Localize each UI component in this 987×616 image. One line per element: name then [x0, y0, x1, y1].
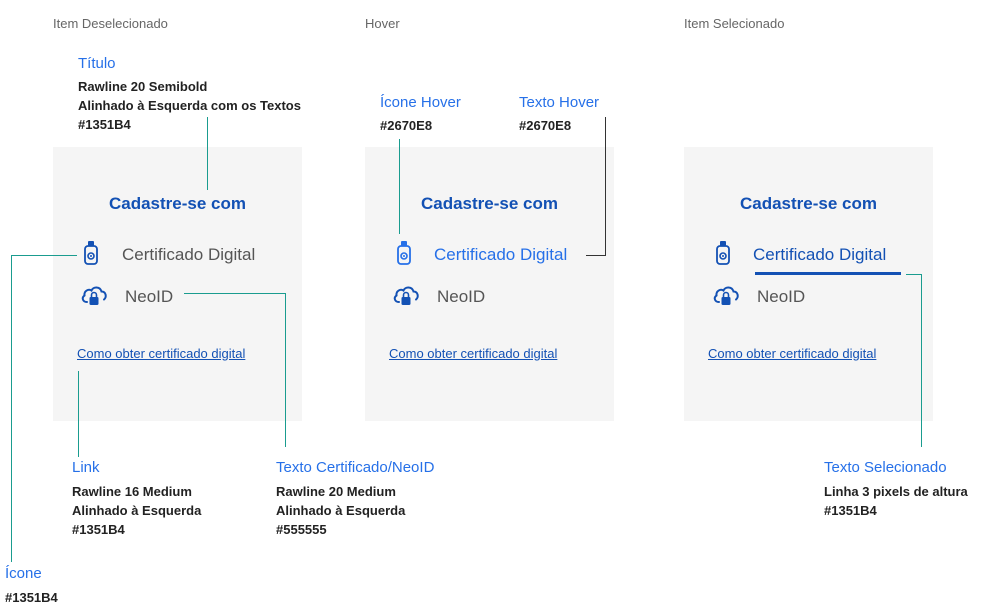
signup-card-hover: Cadastre-se com Certificado Digital NeoI… — [365, 147, 614, 421]
spec-line: #555555 — [276, 522, 327, 537]
cloud-lock-icon[interactable] — [712, 283, 740, 307]
card-title: Cadastre-se com — [739, 194, 877, 213]
leader-line — [184, 293, 286, 294]
how-to-get-certificate-link[interactable]: Como obter certificado digital — [708, 346, 877, 361]
spec-line: Alinhado à Esquerda com os Textos — [78, 98, 301, 113]
usb-token-icon[interactable] — [393, 240, 415, 266]
leader-line — [11, 255, 12, 562]
annotation-title-texto-selecionado: Texto Selecionado — [824, 459, 947, 476]
spec-line: Linha 3 pixels de altura — [824, 484, 968, 499]
annotation-title-texto-hover: Texto Hover — [519, 94, 600, 111]
state-label-selected: Item Selecionado — [684, 16, 785, 31]
leader-line — [906, 274, 922, 275]
cloud-lock-icon[interactable] — [392, 283, 420, 307]
state-label-hover: Hover — [365, 16, 400, 31]
annotation-spec-texto-hover: #2670E8 — [519, 118, 572, 133]
spec-line: #1351B4 — [72, 522, 125, 537]
signup-card-deselected: Cadastre-se com Certificado Digital NeoI… — [53, 147, 302, 421]
spec-line: Rawline 16 Medium — [72, 484, 192, 499]
leader-line — [586, 255, 606, 256]
leader-line — [921, 274, 922, 447]
spec-line: Alinhado à Esquerda — [276, 503, 406, 518]
spec-line: Rawline 20 Semibold — [78, 79, 208, 94]
how-to-get-certificate-link[interactable]: Como obter certificado digital — [77, 346, 246, 361]
signup-card-selected: Cadastre-se com Certificado Digital NeoI… — [684, 147, 933, 421]
spec-line: #1351B4 — [78, 117, 131, 132]
annotation-spec-icone: #1351B4 — [5, 590, 58, 605]
leader-line — [207, 117, 208, 190]
option-certificado-digital[interactable]: Certificado Digital — [122, 245, 256, 264]
spec-line: Rawline 20 Medium — [276, 484, 396, 499]
card-title: Cadastre-se com — [108, 194, 246, 213]
annotation-spec-link: Rawline 16 Medium Alinhado à Esquerda #1… — [72, 482, 201, 539]
annotation-title-texto-certificado: Texto Certificado/NeoID — [276, 459, 435, 476]
state-label-deselected: Item Deselecionado — [53, 16, 168, 31]
selected-underline — [755, 272, 901, 275]
option-certificado-digital[interactable]: Certificado Digital — [753, 245, 887, 264]
option-neoid[interactable]: NeoID — [437, 287, 486, 306]
annotation-spec-icone-hover: #2670E8 — [380, 118, 433, 133]
spec-line: Alinhado à Esquerda — [72, 503, 202, 518]
option-certificado-digital[interactable]: Certificado Digital — [434, 245, 568, 264]
annotation-spec-texto-selecionado: Linha 3 pixels de altura #1351B4 — [824, 482, 968, 520]
leader-line — [11, 255, 77, 256]
annotation-title-link: Link — [72, 459, 100, 476]
annotation-spec-titulo: Rawline 20 Semibold Alinhado à Esquerda … — [78, 77, 301, 134]
leader-line — [285, 293, 286, 447]
cloud-lock-icon[interactable] — [80, 283, 108, 307]
leader-line — [605, 117, 606, 256]
spec-line: #1351B4 — [824, 503, 877, 518]
annotation-title-icone-hover: Ícone Hover — [380, 94, 461, 111]
how-to-get-certificate-link[interactable]: Como obter certificado digital — [389, 346, 558, 361]
leader-line — [78, 371, 79, 457]
annotation-spec-texto-certificado: Rawline 20 Medium Alinhado à Esquerda #5… — [276, 482, 405, 539]
option-neoid[interactable]: NeoID — [757, 287, 806, 306]
leader-line — [399, 139, 400, 234]
usb-token-icon[interactable] — [80, 240, 102, 266]
card-title: Cadastre-se com — [420, 194, 558, 213]
usb-token-icon[interactable] — [712, 240, 734, 266]
annotation-title-titulo: Título — [78, 55, 116, 72]
annotation-title-icone: Ícone — [5, 565, 42, 582]
option-neoid[interactable]: NeoID — [125, 287, 174, 306]
